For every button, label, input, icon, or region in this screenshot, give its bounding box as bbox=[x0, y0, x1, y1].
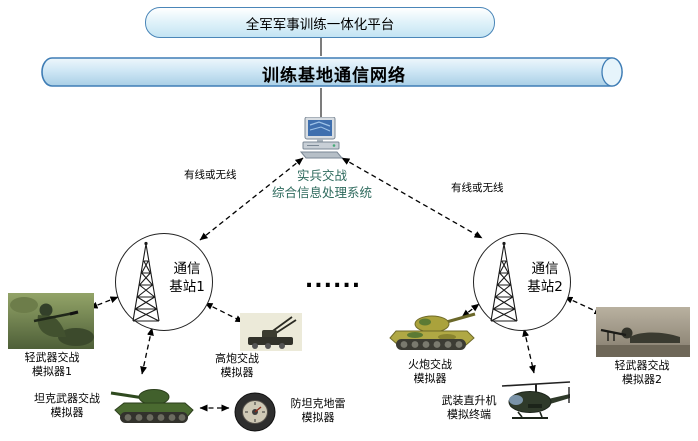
light-weapon-1-label: 轻武器交战 模拟器1 bbox=[10, 351, 94, 380]
aa-gun-image bbox=[240, 313, 302, 351]
platform-label: 全军军事训练一体化平台 bbox=[245, 16, 395, 33]
computer-icon bbox=[297, 116, 345, 159]
base-station-2-label-line2: 基站2 bbox=[527, 278, 563, 295]
base-station-1-label-line1: 通信 bbox=[173, 261, 201, 277]
processor-label: 实兵交战 综合信息处理系统 bbox=[248, 168, 396, 202]
artillery-label: 火炮交战 模拟器 bbox=[396, 358, 464, 387]
base-station-1-label: 通信 基站1 bbox=[166, 261, 208, 296]
processor-label-line1: 实兵交战 bbox=[296, 168, 347, 183]
tank-simulator-label-line1: 坦克武器交战 bbox=[34, 392, 100, 405]
cylinder-end-rim bbox=[601, 57, 623, 87]
anti-tank-mine-label-line2: 模拟器 bbox=[301, 411, 335, 425]
base-station-2-label-line1: 通信 bbox=[531, 261, 559, 277]
processor-label-line2: 综合信息处理系统 bbox=[271, 184, 372, 200]
arrow-station1-tank bbox=[140, 327, 154, 375]
aa-gun-label: 高炮交战 模拟器 bbox=[203, 352, 271, 381]
tank-simulator-label-line2: 模拟器 bbox=[50, 406, 84, 420]
light-weapon-2-image bbox=[596, 307, 690, 357]
antenna-tower-icon bbox=[125, 241, 167, 323]
tank-simulator-image bbox=[108, 379, 196, 427]
aa-gun-label-line1: 高炮交战 bbox=[215, 352, 259, 365]
anti-tank-mine-image bbox=[233, 391, 277, 433]
artillery-label-line1: 火炮交战 bbox=[408, 358, 452, 371]
light-weapon-2-label-line2: 模拟器2 bbox=[622, 373, 662, 387]
antenna-tower-icon bbox=[483, 241, 525, 323]
network-bus: 训练基地通信网络 bbox=[38, 55, 630, 89]
network-bus-cylinder bbox=[41, 57, 623, 87]
helicopter-label-line2: 模拟终端 bbox=[447, 408, 491, 422]
artillery-label-line2: 模拟器 bbox=[413, 372, 447, 386]
artillery-image bbox=[385, 307, 477, 353]
arrow-station1-light1 bbox=[89, 296, 119, 309]
network-bus-label: 训练基地通信网络 bbox=[262, 66, 406, 86]
light-weapon-1-label-line2: 模拟器1 bbox=[32, 365, 72, 379]
aa-gun-label-line2: 模拟器 bbox=[220, 366, 254, 380]
base-station-1: 通信 基站1 bbox=[115, 233, 213, 331]
base-station-2: 通信 基站2 bbox=[473, 233, 571, 331]
light-weapon-2-label-line1: 轻武器交战 bbox=[614, 359, 670, 372]
link-label-left: 有线或无线 bbox=[184, 169, 237, 181]
helicopter-label-line1: 武装直升机 bbox=[441, 394, 497, 407]
light-weapon-1-image bbox=[8, 293, 94, 349]
base-station-1-label-line2: 基站1 bbox=[169, 278, 205, 295]
helicopter-label: 武装直升机 模拟终端 bbox=[436, 394, 502, 423]
anti-tank-mine-label-line1: 防坦克地雷 bbox=[290, 397, 346, 410]
arrow-station2-helicopter bbox=[522, 328, 536, 374]
light-weapon-1-label-line1: 轻武器交战 bbox=[24, 351, 80, 364]
platform-node: 全军军事训练一体化平台 bbox=[145, 7, 495, 38]
light-weapon-2-label: 轻武器交战 模拟器2 bbox=[600, 359, 684, 388]
link-label-right: 有线或无线 bbox=[451, 182, 504, 194]
helicopter-image bbox=[498, 377, 574, 431]
arrow-station1-aagun bbox=[204, 302, 244, 323]
tank-simulator-label: 坦克武器交战 模拟器 bbox=[24, 392, 110, 421]
ellipsis-dots: ...... bbox=[304, 268, 362, 293]
base-station-2-label: 通信 基站2 bbox=[524, 261, 566, 296]
anti-tank-mine-label: 防坦克地雷 模拟器 bbox=[280, 397, 356, 426]
